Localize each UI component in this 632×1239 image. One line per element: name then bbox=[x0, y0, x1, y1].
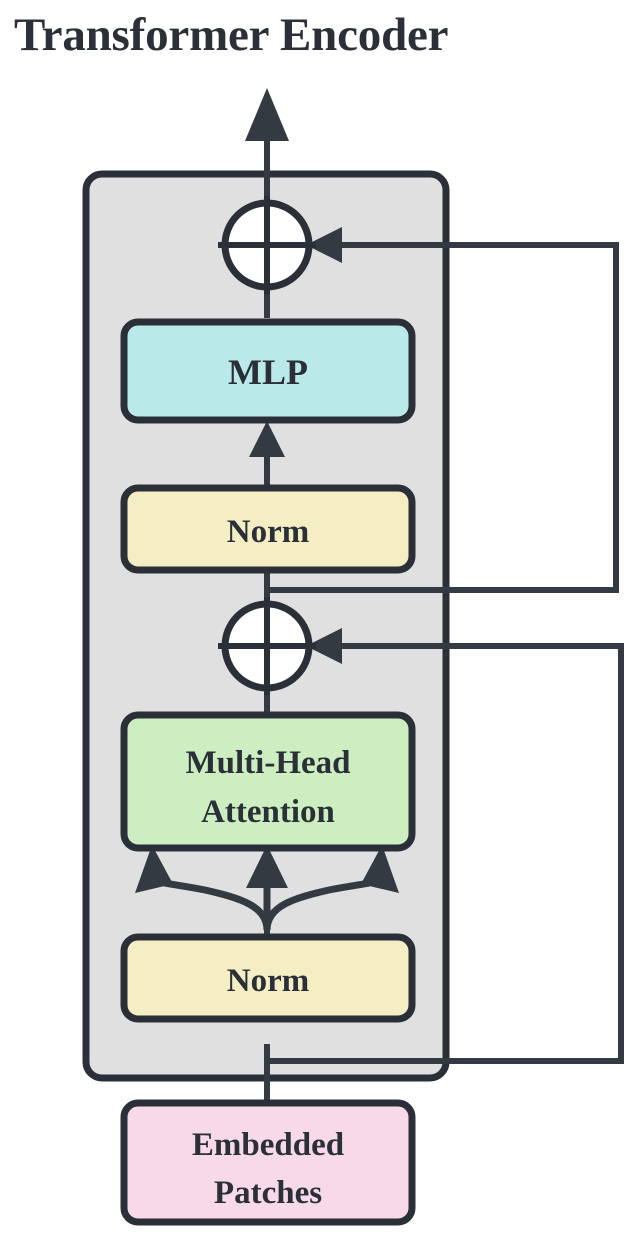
qkv-fan-arrows bbox=[135, 845, 399, 931]
node-multi-head-attention-label-line1: Multi-Head bbox=[186, 745, 351, 781]
node-norm-top-box bbox=[120, 484, 416, 574]
arrowhead-qkv-center bbox=[246, 845, 288, 888]
node-mlp-label: MLP bbox=[228, 352, 308, 392]
node-norm-bottom-label: Norm bbox=[227, 963, 309, 999]
node-mlp-box bbox=[120, 318, 416, 424]
arrowhead-to-mlp bbox=[249, 421, 285, 457]
residual-add-attention[interactable] bbox=[218, 597, 316, 695]
node-embedded-patches-box bbox=[120, 1099, 416, 1226]
node-multi-head-attention-label-line2: Attention bbox=[201, 794, 335, 830]
node-embedded-patches[interactable]: Embedded Patches bbox=[120, 1099, 416, 1226]
residual-skip-mlp bbox=[267, 227, 619, 593]
node-multi-head-attention-box bbox=[120, 711, 416, 852]
page-title: Transformer Encoder bbox=[14, 9, 449, 61]
arrowhead-qkv-right bbox=[361, 845, 399, 893]
residual-skip-attention bbox=[267, 628, 624, 1064]
node-norm-top-label: Norm bbox=[227, 514, 309, 550]
node-embedded-patches-label-line1: Embedded bbox=[192, 1127, 344, 1163]
node-embedded-patches-label-line2: Patches bbox=[214, 1175, 322, 1211]
node-norm-top[interactable]: Norm bbox=[120, 484, 416, 574]
node-norm-bottom-box bbox=[120, 933, 416, 1023]
arrowhead-qkv-left bbox=[135, 845, 173, 893]
arrowhead-output bbox=[245, 88, 289, 141]
node-norm-bottom[interactable]: Norm bbox=[120, 933, 416, 1023]
node-mlp[interactable]: MLP bbox=[120, 318, 416, 424]
node-multi-head-attention[interactable]: Multi-Head Attention bbox=[120, 711, 416, 852]
residual-add-mlp[interactable] bbox=[218, 196, 316, 294]
